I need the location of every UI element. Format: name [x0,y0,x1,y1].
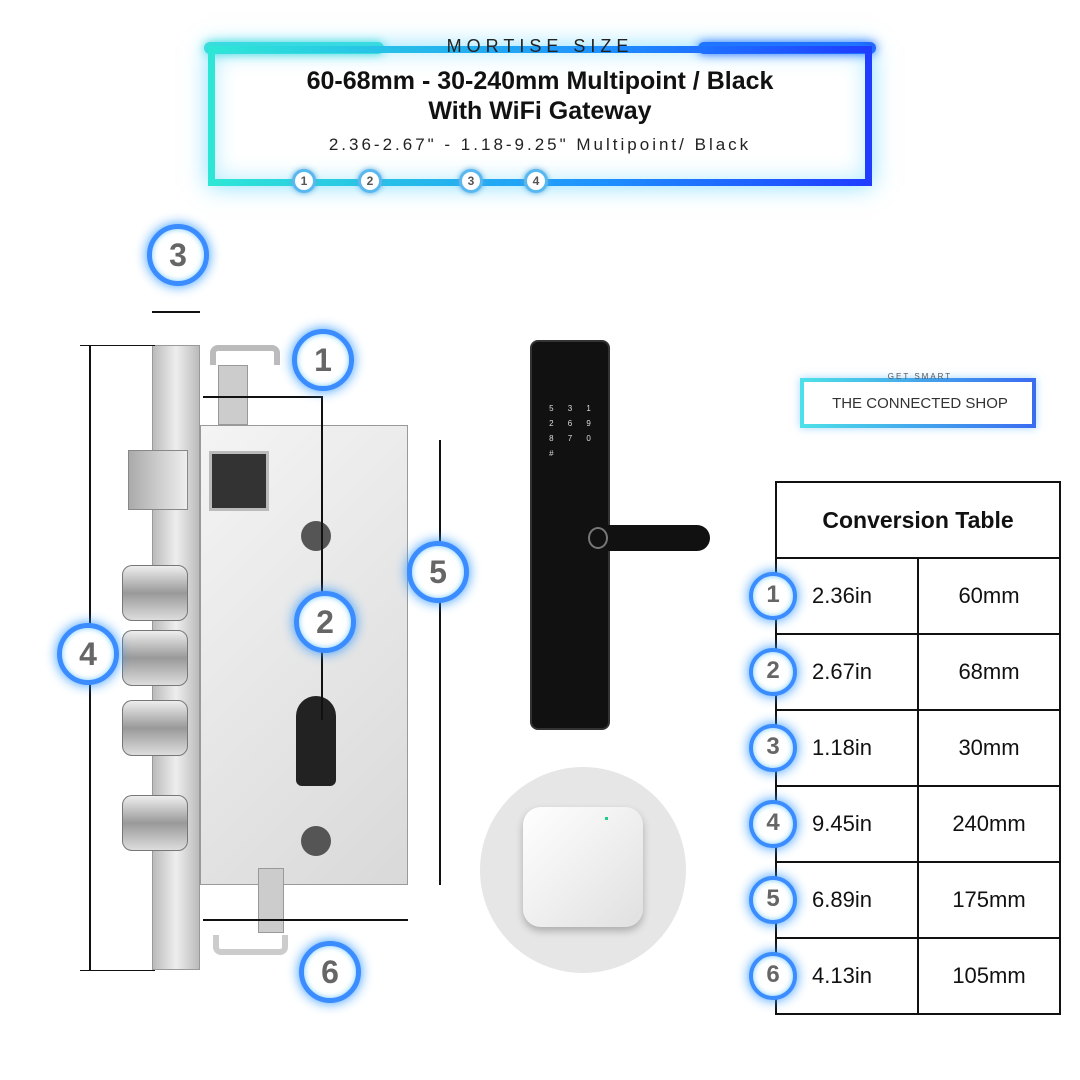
inches-value: 2.67in [812,659,872,684]
inches-cell: 6 4.13in [749,937,919,1015]
key: 0 [586,434,591,443]
dimension-line-3 [152,311,200,313]
callout-3: 3 [147,224,209,286]
inches-cell: 4 9.45in [749,785,919,863]
latch-bolt [128,450,188,510]
key: 6 [567,419,573,428]
table-header-row: Conversion Table [775,481,1061,559]
deadbolt [122,630,188,686]
table-row: 6 4.13in 105mm [749,937,1061,1015]
inches-value: 9.45in [812,811,872,836]
table-row: 1 2.36in 60mm [749,557,1061,635]
marker-2: 2 [358,169,382,193]
dimension-line-5 [439,440,441,885]
inches-cell: 1 2.36in [749,557,919,635]
top-rod [218,365,248,425]
key: 1 [586,404,591,413]
dimension-line-2 [321,397,323,720]
keypad: 5 3 1 2 6 9 8 7 0 # [542,404,598,458]
row-badge: 1 [749,572,797,620]
title-line-1: 60-68mm - 30-240mm Multipoint / Black [306,67,774,95]
title-line-2: With WiFi Gateway [428,97,652,125]
mm-value: 30mm [917,709,1061,787]
mm-value: 175mm [917,861,1061,939]
table-row: 5 6.89in 175mm [749,861,1061,939]
dimension-tick [80,970,155,971]
hook-bolt-top [210,345,280,365]
row-badge: 4 [749,800,797,848]
brand-logo [800,378,1036,428]
inches-cell: 5 6.89in [749,861,919,939]
cylinder-hole [296,696,336,786]
dimension-tick [80,345,155,346]
wifi-gateway-image [523,807,643,927]
key: # [549,449,554,458]
callout-1: 1 [292,329,354,391]
inches-value: 4.13in [812,963,872,988]
key: 8 [549,434,554,443]
table-row: 2 2.67in 68mm [749,633,1061,711]
callout-4: 4 [57,623,119,685]
inches-value: 1.18in [812,735,872,760]
row-badge: 5 [749,876,797,924]
key: 7 [567,434,573,443]
mm-value: 60mm [917,557,1061,635]
row-badge: 2 [749,648,797,696]
lower-spindle [301,826,331,856]
dimension-line-1 [203,396,323,398]
lock-body [200,425,408,885]
row-badge: 6 [749,952,797,1000]
header-eyebrow: MORTISE SIZE [446,36,634,56]
inches-cell: 3 1.18in [749,709,919,787]
marker-3: 3 [459,169,483,193]
mm-value: 105mm [917,937,1061,1015]
key: 9 [586,419,591,428]
key: 3 [567,404,573,413]
inches-value: 2.36in [812,583,872,608]
inches-value: 6.89in [812,887,872,912]
fingerprint-sensor-icon [588,527,608,549]
header-frame [208,46,872,186]
hook-bolt-bottom [213,935,288,955]
deadbolt [122,700,188,756]
logo-tagline: GET SMART [887,372,953,381]
marker-4: 4 [524,169,548,193]
conversion-table: Conversion Table 1 2.36in 60mm 2 2.67in 68mm… [749,481,1061,1015]
callout-6: 6 [299,941,361,1003]
row-badge: 3 [749,724,797,772]
deadbolt [122,565,188,621]
callout-5: 5 [407,541,469,603]
mm-value: 68mm [917,633,1061,711]
table-row: 4 9.45in 240mm [749,785,1061,863]
bottom-rod [258,868,284,933]
header-subtitle: 2.36-2.67" - 1.18-9.25" Multipoint/ Blac… [328,135,752,154]
callout-2: 2 [294,591,356,653]
spindle-hole [301,521,331,551]
deadbolt [122,795,188,851]
table-title: Conversion Table [775,481,1061,559]
status-led-icon [605,817,608,820]
key: 2 [549,419,554,428]
mm-value: 240mm [917,785,1061,863]
logo-name: THE CONNECTED SHOP [832,395,1008,412]
inches-cell: 2 2.67in [749,633,919,711]
lock-handle [560,525,710,551]
table-row: 3 1.18in 30mm [749,709,1061,787]
latch-window [209,451,269,511]
key: 5 [549,404,554,413]
dimension-line-6 [203,919,408,921]
marker-1: 1 [292,169,316,193]
